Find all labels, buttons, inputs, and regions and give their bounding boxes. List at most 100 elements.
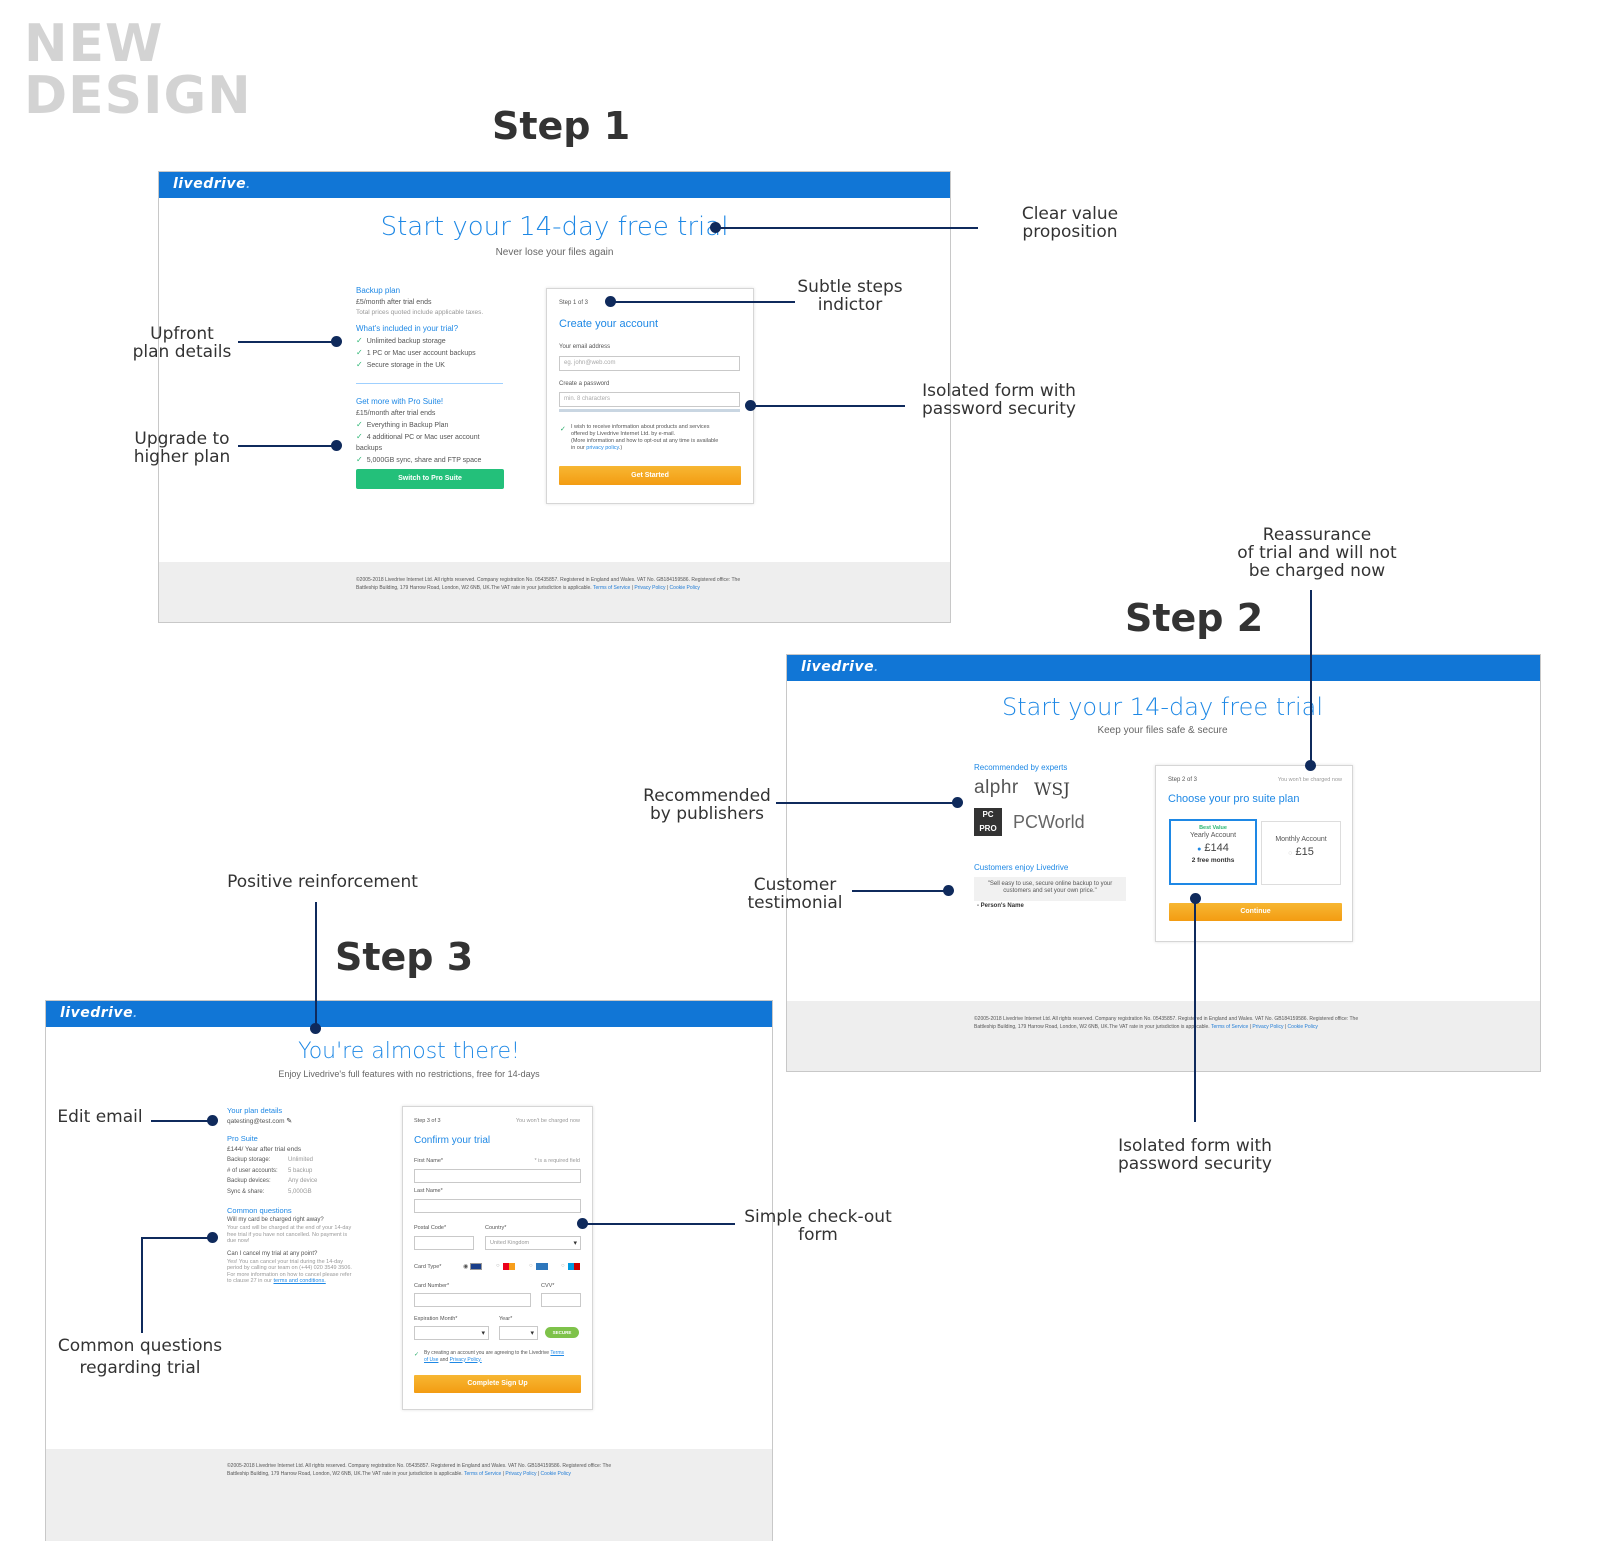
privacy-link[interactable]: Privacy Policy bbox=[505, 1471, 537, 1477]
livedrive-logo[interactable]: livedrive. bbox=[60, 1005, 138, 1021]
password-label: Create a password bbox=[559, 381, 610, 387]
maestro-radio[interactable]: ○ bbox=[561, 1263, 565, 1269]
agree-checkbox[interactable]: ✓ bbox=[414, 1352, 420, 1358]
divider bbox=[356, 383, 503, 384]
heading-line-2: DESIGN bbox=[24, 66, 252, 126]
hero-subtitle: Keep your files safe & secure bbox=[1097, 725, 1228, 736]
annotation-line bbox=[238, 341, 335, 343]
heading-line-1: NEW bbox=[24, 14, 164, 74]
hero-subtitle: Never lose your files again bbox=[495, 247, 614, 258]
annotation-line bbox=[315, 902, 317, 1028]
hero-title: Start your 14-day free trial bbox=[1001, 693, 1324, 721]
email-field[interactable]: eg. john@web.com bbox=[559, 356, 740, 371]
exp-month-select[interactable] bbox=[414, 1326, 489, 1340]
continue-button[interactable]: Continue bbox=[1169, 903, 1342, 921]
visa-radio[interactable]: ◉ bbox=[463, 1264, 469, 1270]
plan-price: £5/month after trial ends bbox=[356, 299, 432, 306]
card-number-label: Card Number* bbox=[414, 1283, 450, 1289]
cvv-field[interactable] bbox=[541, 1293, 581, 1307]
livedrive-logo[interactable]: livedrive. bbox=[173, 176, 251, 192]
yearly-label: Yearly Account bbox=[1189, 832, 1237, 839]
mastercard-radio[interactable]: ○ bbox=[496, 1263, 500, 1269]
wsj-logo: WSJ bbox=[1034, 780, 1070, 800]
amex-radio[interactable]: ○ bbox=[529, 1263, 533, 1269]
testimonial-author: - Person's Name bbox=[977, 903, 1024, 909]
cookie-link[interactable]: Cookie Policy bbox=[1287, 1024, 1318, 1030]
cookie-link[interactable]: Cookie Policy bbox=[669, 585, 700, 591]
question-2: Can I cancel my trial at any point? bbox=[227, 1250, 318, 1257]
annotation-line bbox=[852, 890, 948, 892]
form-title: Choose your pro suite plan bbox=[1168, 793, 1300, 805]
last-name-field[interactable] bbox=[414, 1199, 581, 1213]
first-name-label: First Name* bbox=[414, 1158, 444, 1164]
form-title: Create your account bbox=[559, 318, 659, 330]
plan-row: Sync & share:5,000GB bbox=[227, 1188, 312, 1195]
secure-badge-icon: SECURE bbox=[545, 1327, 579, 1338]
terms-of-use-link[interactable]: Terms bbox=[550, 1350, 565, 1356]
questions-title: Common questions bbox=[227, 1206, 292, 1215]
password-field[interactable]: min. 8 characters bbox=[559, 392, 740, 407]
annotation-marker bbox=[207, 1232, 218, 1243]
step1-title: Step 1 bbox=[492, 104, 631, 148]
first-name-field[interactable] bbox=[414, 1169, 581, 1183]
complete-signup-button[interactable]: Complete Sign Up bbox=[414, 1375, 581, 1393]
plan-row: Backup devices:Any device bbox=[227, 1178, 318, 1184]
country-select[interactable]: United Kingdom bbox=[485, 1236, 581, 1250]
question-1: Will my card be charged right away? bbox=[227, 1217, 324, 1223]
edit-pencil-icon[interactable]: ✎ bbox=[286, 1118, 293, 1125]
terms-link[interactable]: Terms of Service bbox=[593, 585, 631, 591]
terms-link[interactable]: Terms of Service bbox=[464, 1471, 502, 1477]
pcworld-logo: PCWorld bbox=[1013, 812, 1085, 832]
hero-subtitle: Enjoy Livedrive's full features with no … bbox=[278, 1069, 540, 1079]
exp-month-label: Expiration Month* bbox=[414, 1316, 458, 1322]
cookie-link[interactable]: Cookie Policy bbox=[540, 1471, 571, 1477]
monthly-plan-option[interactable]: Monthly Account ○ £15 bbox=[1261, 821, 1341, 885]
pc-pro-logo: PC PRO bbox=[974, 808, 1002, 836]
annotation-edit-email: Edit email bbox=[57, 1107, 143, 1127]
plan-row: # of user accounts:5 backup bbox=[227, 1167, 313, 1174]
plan-label: Backup plan bbox=[356, 286, 401, 295]
yearly-plan-option[interactable]: Best Value Yearly Account ● £144 2 free … bbox=[1169, 819, 1257, 885]
testimonial-bubble: "Sell easy to use, secure online backup … bbox=[974, 877, 1126, 901]
livedrive-logo[interactable]: livedrive. bbox=[801, 659, 879, 675]
privacy-policy-link[interactable]: Privacy Policy. bbox=[449, 1356, 482, 1363]
consent-checkbox[interactable]: ✓ bbox=[560, 426, 566, 433]
included-item: Secure storage in the UK bbox=[356, 359, 506, 371]
card-number-field[interactable] bbox=[414, 1293, 531, 1307]
privacy-link[interactable]: Privacy Policy bbox=[1252, 1024, 1284, 1030]
footer-text: ©2005-2018 Livedrive Internet Ltd. All r… bbox=[227, 1463, 612, 1477]
not-charged-note: You won't be charged now bbox=[1277, 777, 1342, 783]
pro-price: £15/month after trial ends bbox=[356, 410, 436, 417]
step-indicator: Step 3 of 3 bbox=[414, 1118, 441, 1124]
alphr-logo: alphr bbox=[974, 777, 1019, 798]
country-label: Country* bbox=[485, 1225, 507, 1231]
last-name-label: Last Name* bbox=[414, 1188, 443, 1194]
password-strength-bar bbox=[559, 409, 740, 412]
annotation-marker bbox=[952, 797, 963, 808]
terms-link[interactable]: Terms of Service bbox=[1211, 1024, 1249, 1030]
customers-title: Customers enjoy Livedrive bbox=[974, 863, 1069, 872]
get-started-button[interactable]: Get Started bbox=[559, 466, 741, 485]
terms-conditions-link[interactable]: terms and conditions. bbox=[273, 1278, 326, 1284]
terms-of-use-link-2[interactable]: of Use bbox=[424, 1356, 439, 1363]
annotation-line bbox=[715, 227, 978, 229]
page-heading: NEW DESIGN bbox=[24, 18, 252, 122]
annotation-line bbox=[238, 445, 335, 447]
mastercard-icon bbox=[503, 1263, 515, 1270]
year-select[interactable] bbox=[499, 1326, 538, 1340]
annotation-line bbox=[1194, 897, 1196, 1122]
switch-to-pro-button[interactable]: Switch to Pro Suite bbox=[356, 469, 504, 489]
yearly-price: ● £144 bbox=[1197, 842, 1229, 854]
answer-2: Yes! You can cancel your trial during th… bbox=[227, 1258, 352, 1285]
privacy-policy-link[interactable]: privacy policy bbox=[586, 445, 619, 451]
plan-details: Backup plan £5/month after trial ends To… bbox=[356, 285, 506, 466]
card-type-label: Card Type* bbox=[414, 1264, 442, 1270]
included-title: What's included in your trial? bbox=[356, 324, 459, 333]
privacy-link[interactable]: Privacy Policy bbox=[634, 585, 666, 591]
free-months-note: 2 free months bbox=[1191, 857, 1235, 864]
postal-code-field[interactable] bbox=[414, 1236, 474, 1250]
